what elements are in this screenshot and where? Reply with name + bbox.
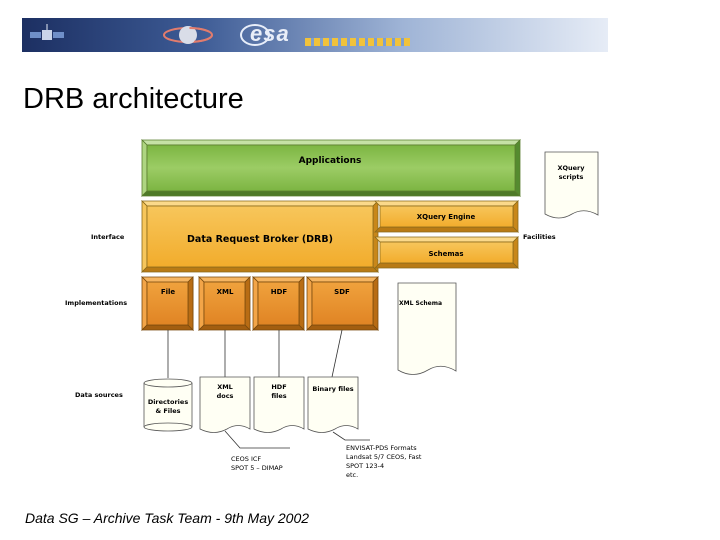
impl-label-hdf: HDF	[271, 288, 288, 296]
xquery-scripts-label-2: scripts	[559, 173, 584, 181]
satellite-icon	[30, 24, 64, 40]
xml-schema-label: XML Schema	[399, 300, 442, 307]
row-label-interface: Interface	[91, 233, 125, 241]
directories-label-1: Directories	[148, 398, 189, 406]
schemas-label: Schemas	[428, 250, 463, 258]
drb-label: Data Request Broker (DRB)	[187, 234, 333, 245]
xml-docs-label-2: docs	[217, 392, 234, 400]
binary-files-label: Binary files	[312, 385, 353, 393]
row-label-data-sources: Data sources	[75, 391, 123, 399]
note-right-line-4: etc.	[346, 471, 358, 479]
hdf-files-doc	[253, 376, 305, 433]
impl-label-sdf: SDF	[334, 288, 350, 296]
banner-strip	[305, 38, 410, 46]
header-banner: esa	[22, 18, 608, 52]
xquery-engine-label: XQuery Engine	[417, 213, 476, 221]
note-left-line-1: CEOS ICF	[231, 455, 261, 463]
xquery-scripts-label-1: XQuery	[557, 164, 585, 172]
xml-docs-doc	[199, 376, 251, 433]
xquery-engine-box	[374, 200, 519, 233]
impl-box-xml	[198, 276, 251, 331]
facilities-label: Facilities	[523, 233, 556, 241]
hdf-files-label-2: files	[271, 392, 286, 400]
page-title: DRB architecture	[23, 83, 244, 115]
row-label-implementations: Implementations	[65, 299, 127, 307]
footer-text: Data SG – Archive Task Team - 9th May 20…	[25, 510, 310, 526]
xml-schema-doc	[397, 282, 457, 375]
planet-icon	[163, 26, 213, 44]
connector-lines	[167, 329, 343, 378]
xquery-scripts-doc	[544, 151, 599, 219]
esa-logo-icon	[240, 24, 270, 46]
binary-files-doc	[307, 376, 359, 433]
esa-logo-text: esa	[250, 21, 290, 46]
note-right-line-2: Landsat 5/7 CEOS, Fast	[346, 453, 422, 461]
impl-box-file	[141, 276, 194, 331]
schemas-box	[374, 236, 519, 269]
xml-docs-label-1: XML	[217, 383, 233, 391]
impl-box-hdf	[252, 276, 305, 331]
applications-label: Applications	[299, 156, 362, 166]
hdf-files-label-1: HDF	[271, 383, 286, 391]
note-left-line-2: SPOT 5 – DIMAP	[231, 464, 283, 472]
impl-box-sdf	[306, 276, 379, 331]
callout-lines	[224, 430, 370, 449]
impl-label-file: File	[161, 288, 176, 296]
note-right-line-3: SPOT 123-4	[346, 462, 384, 470]
note-right-line-1: ENVISAT-PDS Formats	[346, 444, 417, 452]
impl-label-xml: XML	[217, 288, 234, 296]
directories-files-cylinder	[143, 378, 193, 432]
applications-box	[141, 139, 521, 197]
directories-label-2: & Files	[155, 407, 180, 415]
drb-box	[141, 200, 379, 273]
